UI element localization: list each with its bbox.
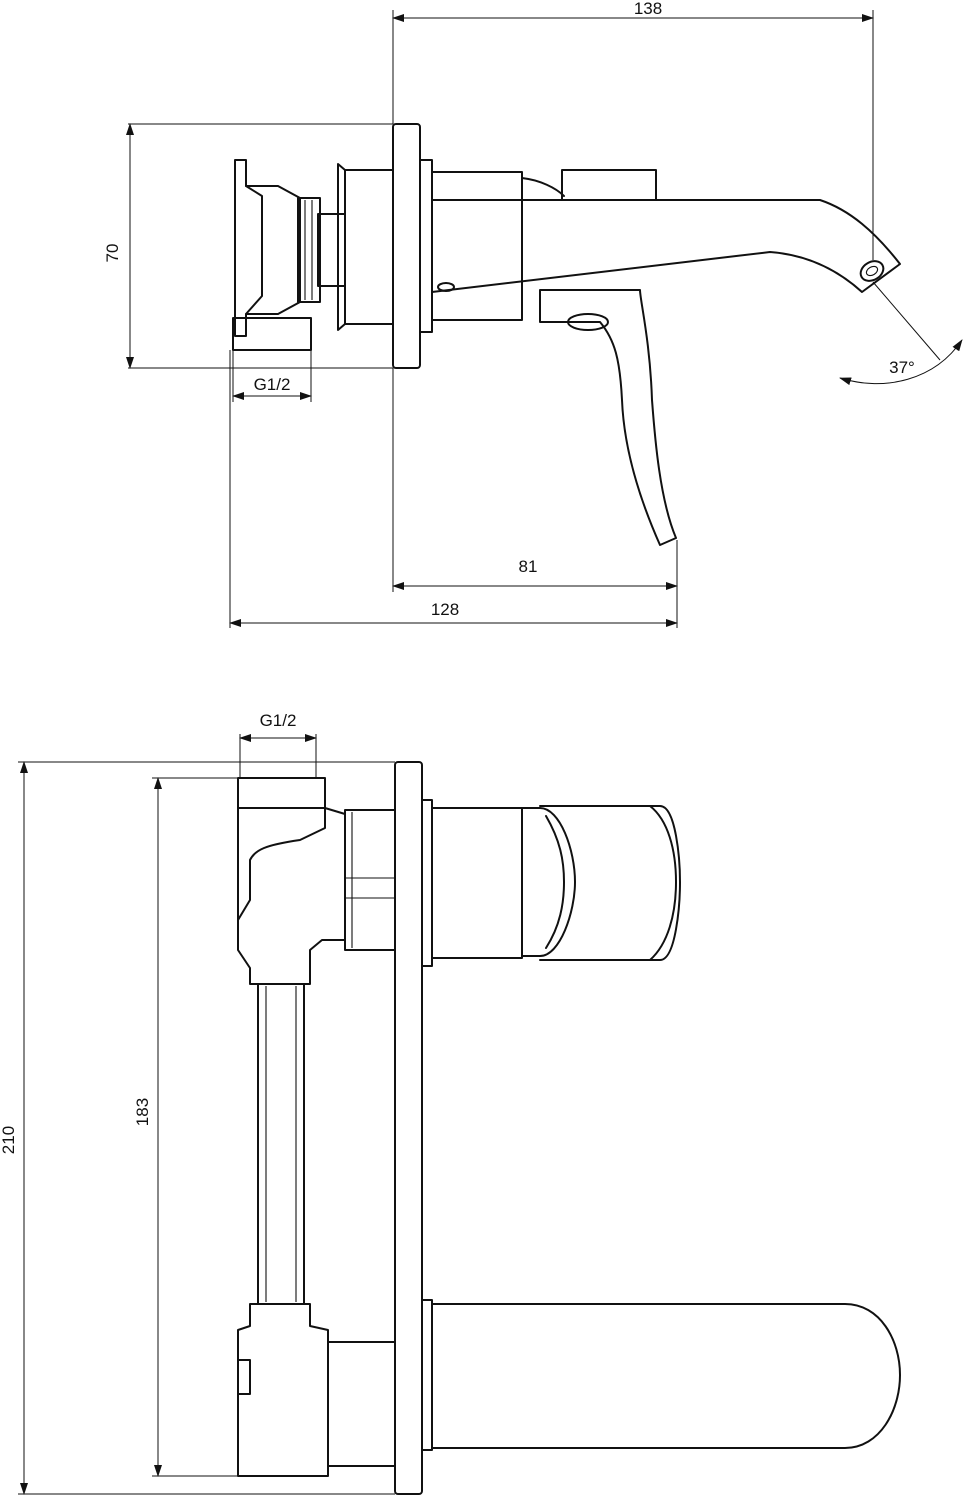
spout [419, 159, 901, 333]
dim-connection-top: G1/2 [254, 375, 291, 394]
front-view: G1/2 210 183 [0, 711, 901, 1495]
connecting-pipe [257, 983, 305, 1305]
dim-connection-front: G1/2 [260, 711, 297, 730]
outlet-body [237, 1299, 901, 1477]
wall-plate [392, 123, 421, 369]
g12-inlet [232, 317, 312, 351]
front-spout [431, 1303, 901, 1449]
dim-inlet-outlet: 183 [133, 1098, 152, 1126]
dim-overall-width: 138 [634, 0, 662, 18]
dim-height: 70 [103, 244, 122, 263]
valve-body [237, 777, 681, 985]
dim-angle: 37° [889, 358, 915, 377]
side-view: 138 70 G1/2 37° 81 128 [103, 0, 963, 628]
handle-cap [521, 807, 576, 957]
aerator [859, 260, 885, 282]
mounting-body [232, 159, 394, 351]
dim-overall-height: 210 [0, 1126, 18, 1154]
dim-reach: 81 [519, 557, 538, 576]
front-wall-plate [394, 761, 423, 1495]
dim-depth: 128 [431, 600, 459, 619]
lever-handle [539, 289, 677, 546]
